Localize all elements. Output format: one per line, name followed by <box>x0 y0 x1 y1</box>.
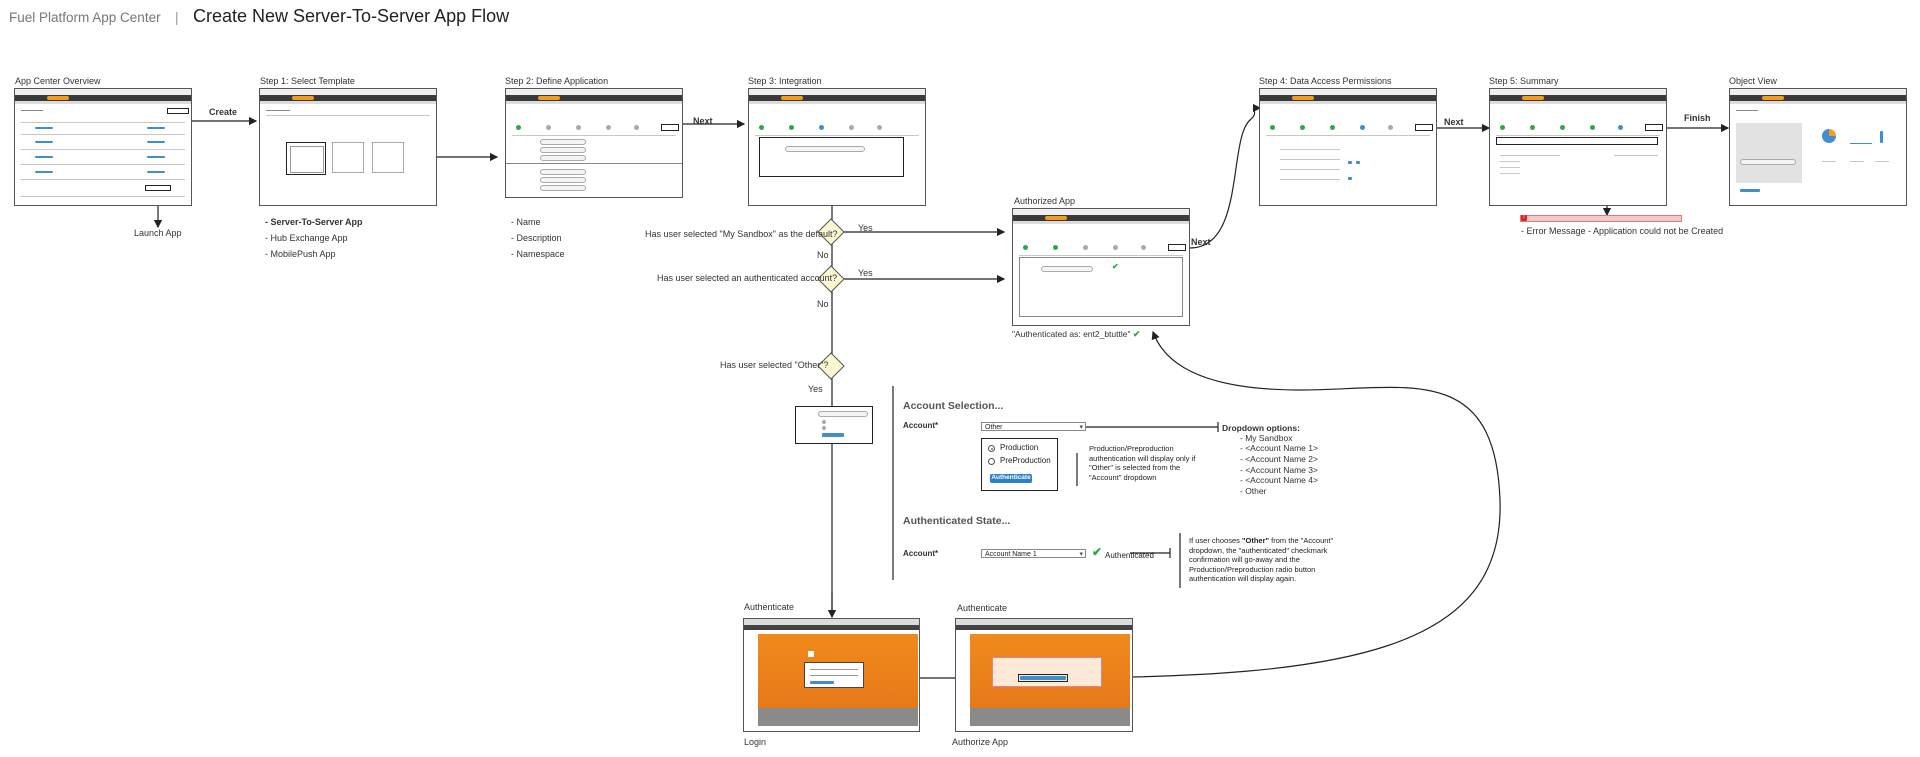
radio-note: Production/Preproduction authentication … <box>1089 444 1196 482</box>
overview-wireframe <box>14 88 192 206</box>
authenticate-label-2: Authenticate <box>957 603 1008 613</box>
page-header: Fuel Platform App Center | Create New Se… <box>9 6 509 30</box>
define-field-1: - Name <box>511 217 541 227</box>
next-label-2: Next <box>1191 237 1211 247</box>
decision-question-3: Has user selected "Other"? <box>720 360 829 370</box>
template-option-3: - MobilePush App <box>265 249 336 259</box>
step4-wireframe <box>1259 88 1437 206</box>
launch-app-label: Launch App <box>134 228 182 238</box>
step1-wireframe <box>259 88 437 206</box>
account-label-2: Account* <box>903 549 939 558</box>
define-field-2: - Description <box>511 233 562 243</box>
authenticated-check-icon: ✔ <box>1132 329 1141 339</box>
step1-label: Step 1: Select Template <box>260 76 355 86</box>
template-option-1: - Server-To-Server App <box>265 217 363 227</box>
page-title: Create New Server-To-Server App Flow <box>193 6 510 26</box>
error-bar <box>1520 215 1682 222</box>
title-separator: | <box>175 10 179 25</box>
authenticated-state-check-icon: ✔ <box>1092 545 1103 559</box>
dropdown-option-5: - <Account Name 4> <box>1240 475 1318 485</box>
authorized-app-label: Authorized App <box>1014 196 1076 206</box>
dropdown-option-6: - Other <box>1240 486 1267 496</box>
template-card-selected <box>286 142 326 175</box>
error-icon: ! <box>1521 215 1527 221</box>
authorize-button-highlight <box>1018 674 1068 682</box>
decision-diamond-1 <box>817 218 845 246</box>
authorize-app-label: Authorize App <box>952 737 1009 747</box>
auth-radio-panel <box>981 438 1058 491</box>
decision-diamond-3 <box>817 352 845 380</box>
authenticated-note: If user chooses "Other" from the "Accoun… <box>1189 536 1339 584</box>
radio-production-label: Production <box>1000 443 1039 452</box>
account-dropdown-2[interactable]: Account Name 1 <box>981 549 1086 559</box>
authenticate-button[interactable]: Authenticate <box>990 474 1032 483</box>
create-label: Create <box>209 107 238 117</box>
next-label-3: Next <box>1444 117 1464 127</box>
overview-label: App Center Overview <box>15 76 101 86</box>
authorize-screenshot <box>955 618 1133 732</box>
authorized-app-wireframe: ✔ <box>1012 208 1190 326</box>
mini-check-icon: ✔ <box>1112 262 1119 271</box>
define-field-3: - Namespace <box>511 249 565 259</box>
step5-finish-highlight <box>1645 124 1663 131</box>
decision-diamond-2 <box>817 265 845 293</box>
auth-note-other: "Other" <box>1241 536 1270 545</box>
account-selection-title: Account Selection... <box>903 400 1004 412</box>
radio-preproduction-label: PreProduction <box>1000 456 1051 465</box>
template-option-2: - Hub Exchange App <box>265 233 348 243</box>
auth-note-part-1: If user chooses <box>1189 536 1242 545</box>
next-arrow-authorized <box>1189 103 1262 249</box>
authenticated-state-title: Authenticated State... <box>903 515 1011 527</box>
app-name: Fuel Platform App Center <box>9 10 161 25</box>
step5-wireframe <box>1489 88 1667 206</box>
authorize-return-arrow <box>1045 330 1501 679</box>
decision-question-2: Has user selected an authenticated accou… <box>657 273 838 283</box>
authenticated-as-value: "Authenticated as: ent2_btuttle" <box>1012 329 1131 339</box>
step4-label: Step 4: Data Access Permissions <box>1259 76 1392 86</box>
error-message: - Error Message - Application could not … <box>1521 226 1724 236</box>
create-button-highlight <box>167 108 189 114</box>
yes-label-1: Yes <box>858 223 873 233</box>
summary-error-highlight <box>1496 137 1658 145</box>
dropdown-option-3: - <Account Name 2> <box>1240 454 1318 464</box>
next-label-1: Next <box>693 116 713 126</box>
step3-label: Step 3: Integration <box>748 76 822 86</box>
account-label-1: Account* <box>903 421 939 430</box>
dropdown-option-4: - <Account Name 3> <box>1240 465 1318 475</box>
yes-label-2: Yes <box>858 268 873 278</box>
no-label-1: No <box>817 250 829 260</box>
login-screenshot <box>743 618 920 732</box>
dropdown-option-2: - <Account Name 1> <box>1240 443 1318 453</box>
finish-label: Finish <box>1684 113 1711 123</box>
other-account-wireframe <box>795 406 873 444</box>
yes-label-3: Yes <box>808 384 823 394</box>
launch-link-highlight <box>145 185 171 191</box>
step2-next-highlight <box>661 124 679 131</box>
dropdown-options-title: Dropdown options: <box>1222 423 1300 433</box>
dropdown-option-1: - My Sandbox <box>1240 433 1293 443</box>
step3-wireframe <box>748 88 926 206</box>
step2-wireframe <box>505 88 683 198</box>
step2-label: Step 2: Define Application <box>505 76 609 86</box>
step4-next-highlight <box>1415 124 1433 131</box>
login-label: Login <box>744 737 767 747</box>
integration-panel <box>759 137 904 177</box>
object-view-wireframe <box>1729 88 1907 206</box>
object-view-label: Object View <box>1729 76 1777 86</box>
authenticate-label-1: Authenticate <box>744 602 795 612</box>
authenticated-status: Authenticated <box>1105 551 1154 560</box>
authenticated-as-text: "Authenticated as: ent2_btuttle" ✔ <box>1012 329 1140 340</box>
radio-preproduction[interactable] <box>988 458 995 465</box>
authorized-next-highlight <box>1168 244 1186 251</box>
radio-production[interactable] <box>988 445 995 452</box>
no-label-2: No <box>817 299 829 309</box>
account-dropdown-1[interactable]: Other <box>981 422 1086 432</box>
authorize-card <box>992 657 1102 687</box>
step5-label: Step 5: Summary <box>1489 76 1559 86</box>
decision-question-1: Has user selected "My Sandbox" as the de… <box>645 229 838 239</box>
auth-note-part-2: from the "Account" dropdown, the "authen… <box>1189 536 1334 583</box>
